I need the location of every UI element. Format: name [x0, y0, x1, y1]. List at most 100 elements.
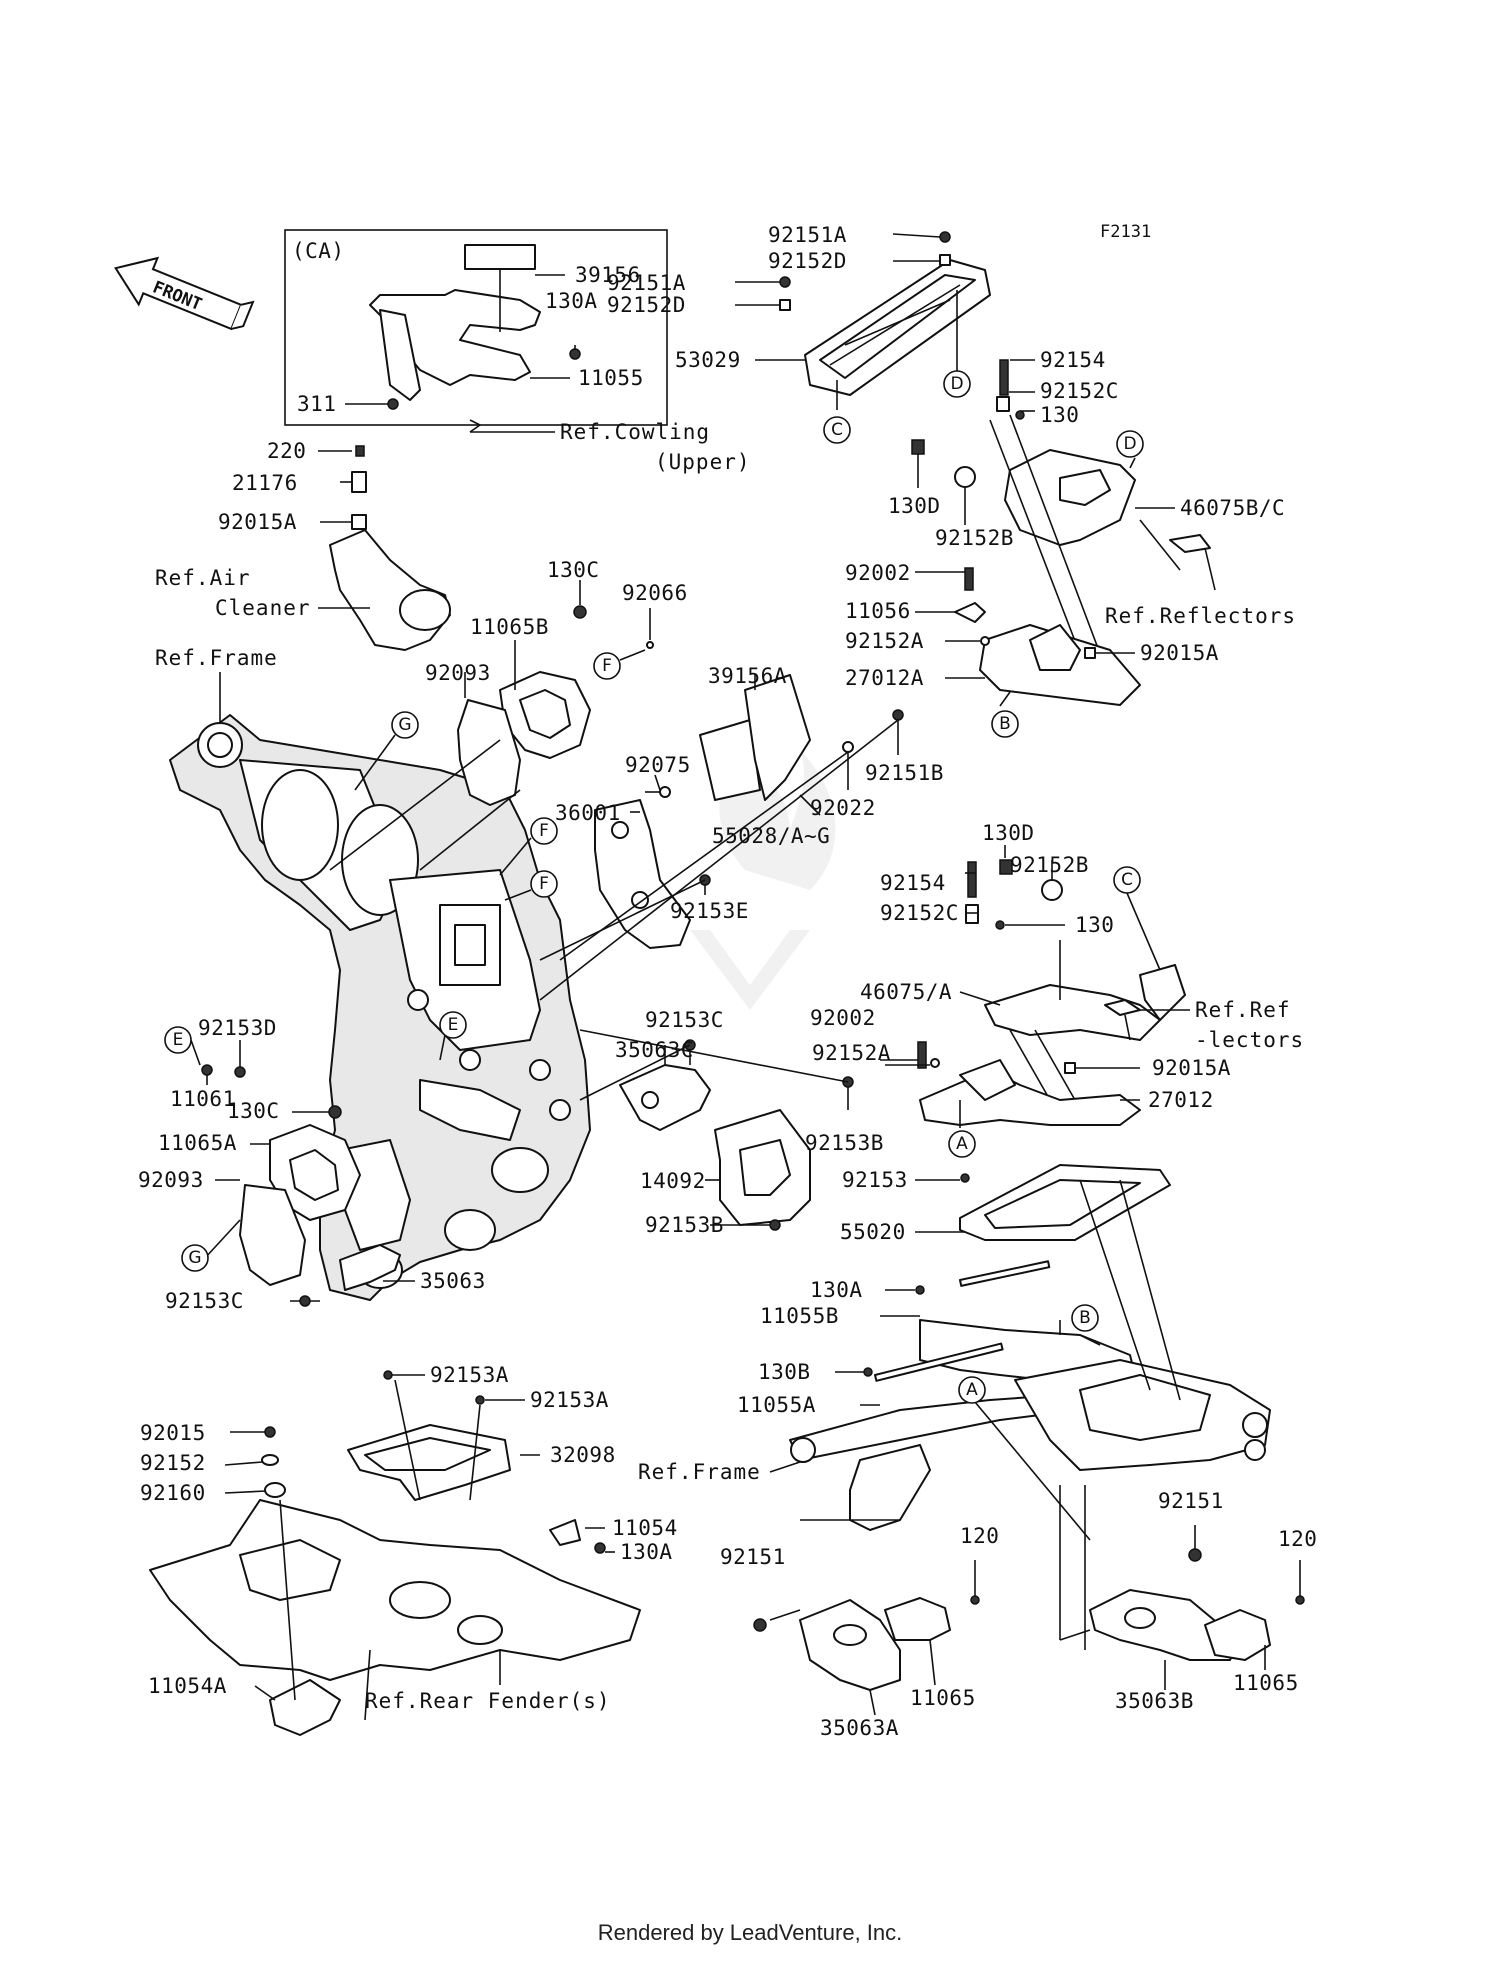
circle-marker-E2: E	[439, 1011, 467, 1039]
label-92153D: 92153D	[198, 1016, 277, 1040]
circle-marker-B2: B	[1071, 1304, 1099, 1332]
label-36001: 36001	[555, 801, 621, 825]
washer-92152	[261, 1454, 279, 1466]
top-middle-leader-lines	[329, 580, 899, 1001]
circle-marker-F2: F	[530, 817, 558, 845]
label-130-mid: 130	[1075, 913, 1114, 937]
label-11055A: 11055A	[737, 1393, 816, 1417]
bolt-92151-r1	[753, 1618, 767, 1632]
label-92153C-bot: 92153C	[165, 1289, 244, 1313]
bracket-11065-b	[1204, 1609, 1271, 1661]
rack-53029-part	[804, 259, 991, 396]
circle-marker-F3: F	[530, 870, 558, 898]
bolt-130c-bot	[328, 1105, 342, 1119]
label-92153E: 92153E	[670, 899, 749, 923]
bolt-92153d	[234, 1066, 246, 1078]
ref-air-cleaner-line2: Cleaner	[215, 596, 311, 620]
rack-leader-lines	[735, 233, 958, 410]
bracket-46075a-part	[919, 964, 1186, 1126]
label-130C-bot: 130C	[227, 1099, 280, 1123]
label-11054: 11054	[612, 1516, 678, 1540]
label-11065-b: 11065	[1233, 1671, 1299, 1695]
label-35063: 35063	[420, 1269, 486, 1293]
label-92153C-mid: 92153C	[645, 1008, 724, 1032]
bolt-92153b-b	[769, 1219, 781, 1231]
label-92075: 92075	[625, 753, 691, 777]
label-55020: 55020	[840, 1220, 906, 1244]
collar-92152d-2	[779, 299, 791, 311]
label-11061: 11061	[170, 1087, 236, 1111]
plate-14092-part	[714, 1109, 811, 1226]
label-27012: 27012	[1148, 1088, 1214, 1112]
circle-marker-A1: A	[948, 1130, 976, 1158]
label-46075BC: 46075B/C	[1180, 496, 1285, 520]
label-92002-top: 92002	[845, 561, 911, 585]
ca-leader-lines	[345, 270, 576, 433]
label-35063B: 35063B	[1115, 1689, 1194, 1713]
label-92160: 92160	[140, 1481, 206, 1505]
label-92151A-2: 92151A	[607, 271, 686, 295]
label-27012A: 27012A	[845, 666, 924, 690]
svg-text:E: E	[173, 1030, 184, 1050]
bracket-35063c-part	[619, 1064, 711, 1131]
washer-92152a-mid	[930, 1058, 940, 1068]
bolt-92153c-bot	[299, 1295, 311, 1307]
bracket-36001-part	[594, 799, 691, 949]
bolt-92154-top	[999, 359, 1009, 396]
gasket-92093-bot	[239, 1184, 306, 1286]
spacer-11056	[954, 602, 986, 623]
rear-subframe-leader-lines	[769, 1179, 1181, 1650]
diagram-code: F2131	[1100, 222, 1151, 242]
bolt-92153	[960, 1173, 970, 1183]
circle-marker-G1: G	[391, 711, 419, 739]
circle-marker-D1: D	[943, 370, 971, 398]
label-130D-top: 130D	[888, 494, 941, 518]
svg-text:D: D	[1123, 434, 1136, 454]
ref-rear-fender: Ref.Rear Fender(s)	[365, 1689, 611, 1713]
label-11056: 11056	[845, 599, 911, 623]
bolt-92153a-1	[383, 1370, 393, 1380]
cowling-bracket-part	[369, 244, 581, 410]
label-92015A: 92015A	[218, 510, 297, 534]
label-92153A-2: 92153A	[530, 1388, 609, 1412]
label-92015A-top: 92015A	[1140, 641, 1219, 665]
label-92093-bot: 92093	[138, 1168, 204, 1192]
label-92152B-top: 92152B	[935, 526, 1014, 550]
bolt-92151b	[892, 709, 904, 721]
battery-case-32098-part	[347, 1424, 511, 1501]
ref-air-cleaner-line1: Ref.Air	[155, 566, 251, 590]
label-130C-top: 130C	[547, 558, 600, 582]
label-120-a: 120	[960, 1524, 999, 1548]
label-11054A: 11054A	[148, 1674, 227, 1698]
label-92015: 92015	[140, 1421, 206, 1445]
label-92153A-1: 92153A	[430, 1363, 509, 1387]
label-130A-r: 130A	[810, 1278, 863, 1302]
label-35063C: 35063C	[615, 1038, 694, 1062]
bracket-11054	[549, 1519, 581, 1546]
label-120-b: 120	[1278, 1527, 1317, 1551]
label-92093-top: 92093	[425, 661, 491, 685]
circle-marker-F1: F	[593, 652, 621, 680]
ref-reflectors: Ref.Reflectors	[1105, 604, 1296, 628]
bolt-92151-r2	[1188, 1548, 1202, 1562]
label-14092: 14092	[640, 1169, 706, 1193]
rear-fender-part	[149, 1499, 641, 1736]
collar-92015a-top	[1084, 647, 1096, 659]
washer-92022	[842, 741, 854, 753]
label-92151B: 92151B	[865, 761, 944, 785]
label-plate-39156a	[699, 674, 811, 801]
collar-92152b-mid	[1041, 879, 1063, 901]
label-92151A-1: 92151A	[768, 223, 847, 247]
label-11065B: 11065B	[470, 615, 549, 639]
gasket-92093-top	[457, 699, 521, 806]
collar-92152c-top	[996, 396, 1010, 412]
reflector-mount-top	[1169, 534, 1211, 553]
label-92152A-top: 92152A	[845, 629, 924, 653]
circle-marker-B1: B	[991, 710, 1019, 738]
label-92154-top: 92154	[1040, 348, 1106, 372]
label-11055-ca: 11055	[578, 366, 644, 390]
collar-92152b-top	[954, 466, 976, 488]
label-32098: 32098	[550, 1443, 616, 1467]
air-cleaner-duct-part	[329, 445, 451, 651]
